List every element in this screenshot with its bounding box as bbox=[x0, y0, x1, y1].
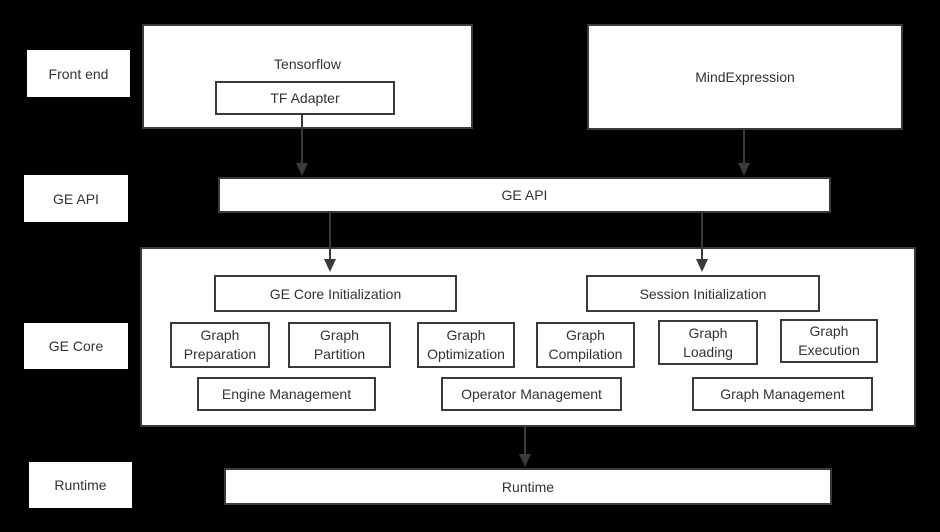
row-label-ge-core-text: GE Core bbox=[48, 338, 104, 354]
mindexpression-text: MindExpression bbox=[695, 69, 795, 85]
ge-core-box: GE Core Initialization Session Initializ… bbox=[140, 247, 916, 427]
row-label-ge-api-text: GE API bbox=[53, 190, 99, 207]
graph-management-box: Graph Management bbox=[692, 377, 873, 411]
graph-partition-box: Graph Partition bbox=[288, 322, 391, 368]
mindexpression-box: MindExpression bbox=[587, 24, 903, 130]
row-label-runtime: Runtime bbox=[29, 462, 132, 508]
tf-adapter-box: TF Adapter bbox=[215, 81, 395, 115]
arrow-head-icon bbox=[324, 259, 336, 272]
arrow-head-icon bbox=[696, 259, 708, 272]
runtime-bar-text: Runtime bbox=[501, 478, 555, 495]
graph-management-text: Graph Management bbox=[720, 386, 845, 402]
operator-management-box: Operator Management bbox=[441, 377, 622, 411]
arrow-head-icon bbox=[519, 454, 531, 467]
arrow-head-icon bbox=[738, 163, 750, 176]
graph-compilation-box: Graph Compilation bbox=[536, 322, 635, 368]
arrow-line bbox=[301, 113, 303, 163]
engine-management-text: Engine Management bbox=[221, 386, 352, 402]
graph-loading-text: Graph Loading bbox=[683, 324, 733, 360]
ge-core-initialization-text: GE Core Initialization bbox=[269, 285, 402, 302]
arrow-head-icon bbox=[296, 163, 308, 176]
engine-management-box: Engine Management bbox=[197, 377, 376, 411]
tensorflow-box: Tensorflow TF Adapter bbox=[142, 24, 473, 129]
ge-api-bar-text: GE API bbox=[501, 187, 548, 203]
ge-api-bar: GE API bbox=[218, 177, 831, 213]
graph-execution-box: Graph Execution bbox=[780, 319, 878, 363]
operator-management-text: Operator Management bbox=[461, 386, 602, 402]
row-label-front-end: Front end bbox=[27, 50, 130, 97]
graph-preparation-text: Graph Preparation bbox=[183, 327, 257, 362]
arrow-line bbox=[743, 130, 745, 163]
tensorflow-title: Tensorflow bbox=[274, 56, 341, 72]
graph-partition-text: Graph Partition bbox=[313, 327, 366, 362]
session-initialization-box: Session Initialization bbox=[586, 275, 820, 312]
graph-optimization-text: Graph Optimization bbox=[427, 327, 505, 362]
arrow-line bbox=[701, 213, 703, 259]
row-label-runtime-text: Runtime bbox=[54, 477, 107, 493]
graph-compilation-text: Graph Compilation bbox=[548, 327, 623, 362]
graph-optimization-box: Graph Optimization bbox=[417, 322, 515, 368]
tf-adapter-text: TF Adapter bbox=[270, 90, 340, 106]
session-initialization-text: Session Initialization bbox=[639, 285, 767, 302]
graph-loading-box: Graph Loading bbox=[658, 320, 758, 365]
ge-core-initialization-box: GE Core Initialization bbox=[214, 275, 457, 312]
graph-preparation-box: Graph Preparation bbox=[170, 322, 270, 368]
arrow-line bbox=[524, 427, 526, 454]
row-label-front-end-text: Front end bbox=[48, 65, 109, 82]
graph-execution-text: Graph Execution bbox=[798, 323, 860, 358]
runtime-bar: Runtime bbox=[224, 468, 832, 505]
arrow-line bbox=[329, 213, 331, 259]
row-label-ge-api: GE API bbox=[24, 175, 128, 222]
row-label-ge-core: GE Core bbox=[24, 323, 128, 369]
